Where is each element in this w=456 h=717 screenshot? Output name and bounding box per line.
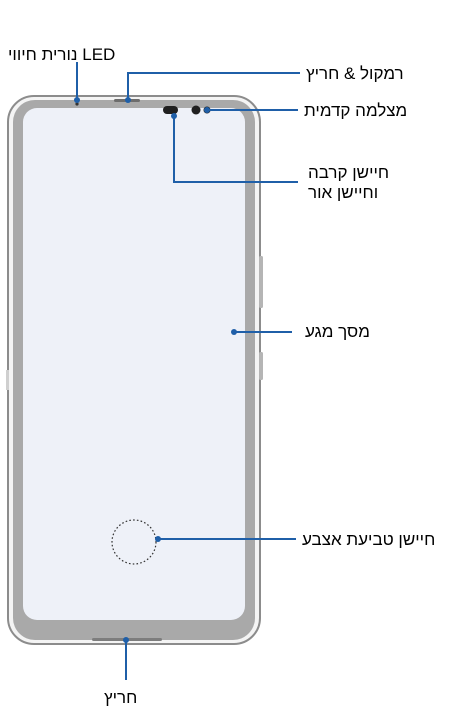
callout-line-proximity [173,116,298,183]
callout-dot-fingerprint [155,536,161,542]
side-button-lower [259,352,263,380]
proximity-light-sensor [163,106,178,114]
label-speaker-mic: רמקול & חריץ [306,64,404,83]
label-led: LED נורית חיווי [8,45,116,64]
front-camera [191,105,201,115]
callout-line-speaker [127,72,300,100]
fingerprint-sensor [111,519,157,565]
label-bottom-slot: חריץ [104,688,138,707]
callout-dot-camera [204,107,210,113]
touch-screen [23,108,245,620]
label-fingerprint: חיישן טביעת אצבע [302,530,436,549]
callout-dots [74,97,237,643]
label-front-camera: מצלמה קדמית [304,101,408,120]
led-indicator [75,102,79,106]
callout-dot-led [74,97,80,103]
side-button-upper [259,256,263,308]
label-touch-screen: מסך מגע [305,322,370,341]
callout-dot-proximity [171,113,177,119]
callout-dot-slot [123,637,129,643]
side-notch-left [6,370,9,390]
label-proximity-line2: וחיישן אור [308,183,379,202]
callout-dot-screen [231,329,237,335]
callouts [76,62,300,680]
callout-dot-speaker [125,97,131,103]
label-proximity-line1: חיישן קרבה [308,163,390,182]
